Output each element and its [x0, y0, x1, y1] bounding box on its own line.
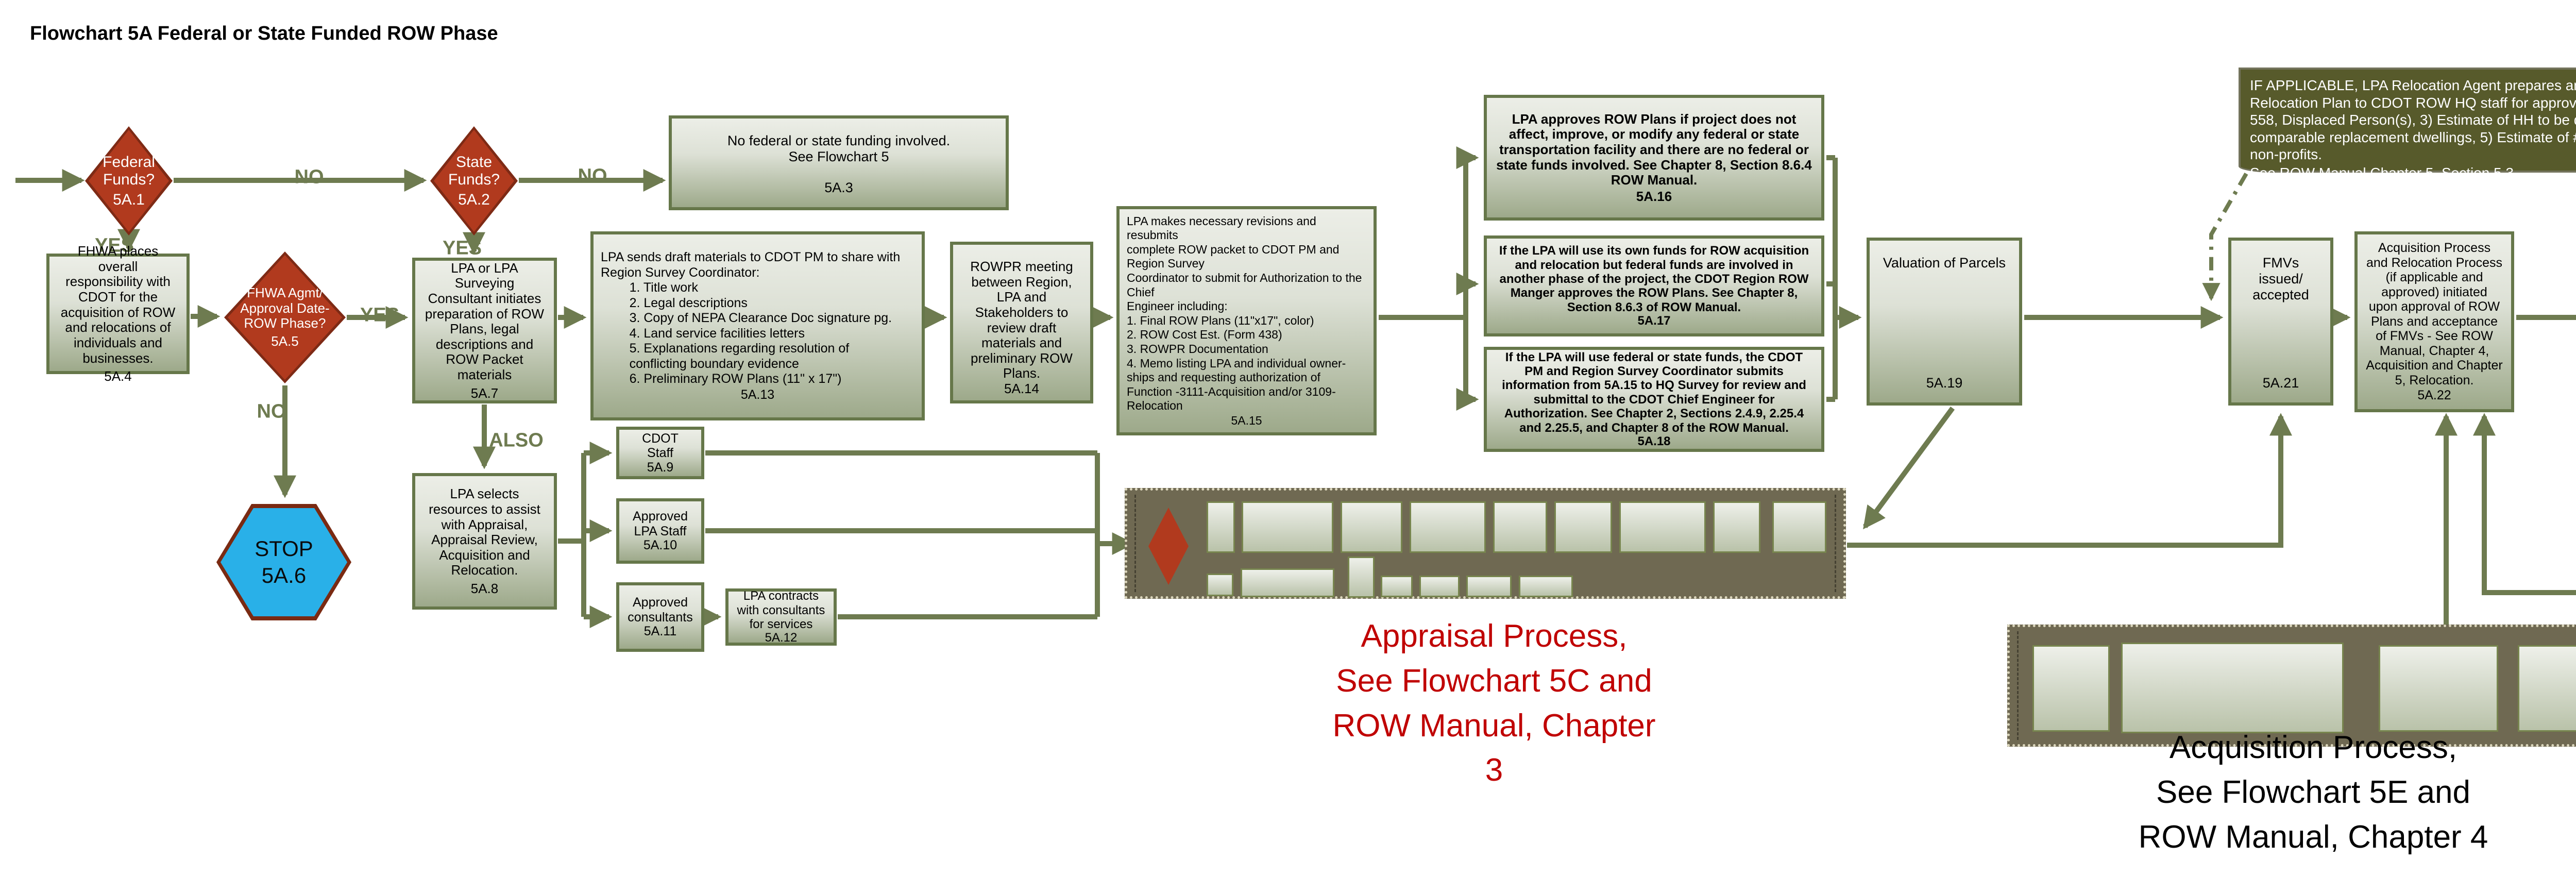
process-5a10: Approved LPA Staff 5A.10 — [616, 498, 704, 564]
process-5a18: If the LPA will use federal or state fun… — [1484, 347, 1824, 452]
process-5a14: ROWPR meeting between Region, LPA and St… — [950, 242, 1093, 403]
callout-text: IF APPLICABLE, LPA Relocation Agent prep… — [2250, 77, 2576, 163]
appraisal-start-diamond — [1148, 508, 1189, 585]
process-5a22: Acquisition Process and Relocation Proce… — [2354, 231, 2514, 412]
stop-node: STOP 5A.6 — [216, 504, 351, 620]
strip-step — [2379, 645, 2498, 732]
stop-id: 5A.6 — [261, 563, 307, 587]
strip-step — [1519, 576, 1573, 597]
process-5a3: No federal or state funding involved. Se… — [669, 115, 1009, 210]
group-label-acquisition: Acquisition Process, See Flowchart 5E an… — [2138, 730, 2488, 855]
callout-5a20: IF APPLICABLE, LPA Relocation Agent prep… — [2239, 68, 2576, 181]
appraisal-strip — [1125, 488, 1846, 599]
decision-5a2: State Funds? 5A.2 — [430, 126, 518, 235]
decision-5a1: Federal Funds? 5A.1 — [85, 126, 173, 235]
decision-5a5: FHWA Agmt/ Approval Date- ROW Phase? 5A.… — [224, 251, 346, 383]
strip-step — [1348, 557, 1375, 598]
process-5a8: LPA selects resources to assist with App… — [412, 473, 557, 610]
label-yes-2: YES — [442, 237, 482, 259]
process-5a7: LPA or LPA Surveying Consultant initiate… — [412, 258, 557, 403]
strip-step — [1713, 501, 1760, 553]
process-5a4: FHWA places overall responsibility with … — [46, 243, 190, 383]
process-5a12: LPA contracts with consultants for servi… — [725, 588, 837, 646]
stop-text: STOP — [255, 536, 313, 561]
process-5a19: Valuation of Parcels 5A.19 — [1867, 238, 2022, 406]
strip-step — [1381, 576, 1413, 597]
strip-step — [1466, 576, 1512, 597]
process-5a17: If the LPA will use its own funds for RO… — [1484, 235, 1824, 336]
strip-step — [1207, 574, 1233, 596]
decision-id: 5A.2 — [458, 191, 490, 208]
decision-text: Federal Funds? — [103, 153, 155, 189]
group-label-appraisal: Appraisal Process, See Flowchart 5C and … — [1332, 618, 1656, 788]
strip-step — [1493, 501, 1547, 553]
decision-id: 5A.1 — [113, 191, 145, 208]
label-no-3: NO — [257, 400, 286, 423]
strip-step — [1554, 501, 1612, 553]
page-title: Flowchart 5A Federal or State Funded ROW… — [30, 23, 498, 44]
process-5a21: FMVs issued/ accepted 5A.21 — [2228, 238, 2333, 406]
process-5a11: Approved consultants 5A.11 — [616, 582, 704, 652]
strip-step — [1341, 501, 1402, 553]
strip-step — [1242, 501, 1333, 553]
decision-text: FHWA Agmt/ Approval Date- ROW Phase? — [240, 284, 330, 331]
process-5a16: LPA approves ROW Plans if project does n… — [1484, 95, 1824, 221]
strip-step — [2121, 643, 2344, 733]
label-no-2: NO — [578, 165, 607, 187]
acquisition-strip — [2007, 625, 2576, 747]
strip-step — [1241, 568, 1334, 597]
process-5a13: LPA sends draft materials to CDOT PM to … — [590, 231, 925, 420]
strip-step — [1772, 501, 1826, 553]
label-also: ALSO — [489, 429, 544, 451]
strip-step — [1207, 501, 1235, 553]
strip-step — [2518, 645, 2576, 732]
strip-step — [1619, 501, 1706, 553]
label-yes-3: YES — [360, 304, 400, 326]
strip-step — [2032, 645, 2110, 732]
label-no-1: NO — [294, 166, 324, 188]
decision-id: 5A.5 — [271, 333, 299, 349]
strip-step — [1419, 576, 1460, 597]
label-yes-1: YES — [94, 234, 134, 257]
callout-see-ref: See ROW Manual Chapter 5, Section 5.3 — [2250, 164, 2514, 181]
decision-text: State Funds? — [448, 153, 500, 189]
process-5a15: LPA makes necessary revisions and resubm… — [1116, 206, 1377, 435]
process-5a9: CDOT Staff 5A.9 — [616, 427, 704, 479]
strip-step — [1410, 501, 1486, 553]
